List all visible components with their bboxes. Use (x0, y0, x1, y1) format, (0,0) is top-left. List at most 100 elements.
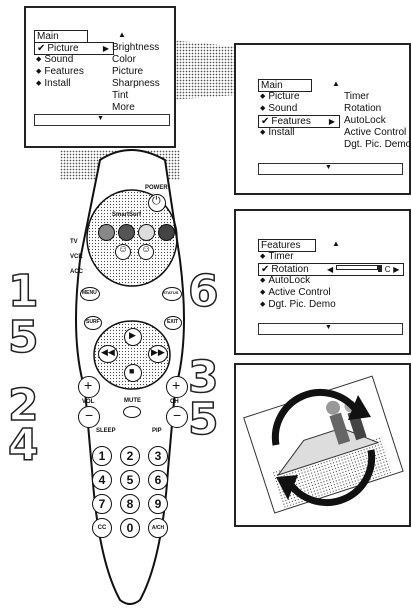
arrow-up-icon: ▲ (332, 79, 340, 88)
tv-screen-rotated-picture (234, 363, 411, 527)
menu-item-sound[interactable]: ◆Sound (260, 103, 297, 114)
arrow-left-icon: ◀ (327, 265, 333, 274)
digit-5-button[interactable]: 5 (120, 470, 140, 490)
digit-3-button[interactable]: 3 (148, 446, 168, 466)
plus-icon: + (84, 377, 92, 393)
mute-label: MUTE (124, 398, 141, 404)
tv-screen-main-features: Main ▲ ◆Picture ◆Sound ✔Features ▶ ◆Inst… (234, 43, 411, 195)
ch-up-button[interactable]: + (166, 376, 188, 398)
bullet-icon: ◆ (260, 93, 265, 100)
rotation-slider[interactable]: ◀ C ▶ (327, 264, 399, 275)
item-label: Active Control (268, 287, 330, 298)
power-label: POWER (145, 185, 168, 191)
submenu-tint: Tint (112, 90, 128, 101)
menu-button[interactable]: MENU (80, 287, 100, 301)
digit-2-button[interactable]: 2 (120, 446, 140, 466)
vol-down-button[interactable]: − (78, 406, 100, 428)
a-ch-button[interactable]: A/CH (148, 518, 168, 538)
bullet-icon: ◆ (260, 253, 265, 260)
arrow-down-icon: ▼ (325, 164, 332, 171)
cc-button[interactable]: CC (92, 518, 112, 538)
slider-knob (378, 265, 382, 272)
menu-item-active-control[interactable]: ◆Active Control (260, 287, 331, 298)
digit-1-button[interactable]: 1 (92, 446, 112, 466)
tv-screen-main-picture: Main ▲ ✔Picture ▶ ◆Sound ◆Features ◆Inst… (24, 6, 176, 148)
vol-up-button[interactable]: + (78, 376, 100, 398)
step-badge-5-left: 5 (8, 312, 39, 363)
submenu-brightness: Brightness (112, 42, 159, 53)
nav-down-button[interactable]: ■ (124, 364, 142, 382)
bullet-icon: ◆ (36, 80, 41, 87)
color-button-green[interactable] (118, 224, 135, 241)
menu-item-picture[interactable]: ◆Picture (260, 91, 300, 102)
ch-down-button[interactable]: − (166, 406, 188, 428)
slider-end-label: C (385, 265, 391, 274)
item-label: Dgt. Pic. Demo (268, 299, 335, 310)
digit-7-button[interactable]: 7 (92, 494, 112, 514)
color-button-blue[interactable] (158, 224, 175, 241)
submenu-picture: Picture (112, 66, 143, 77)
stop-icon: ■ (129, 366, 134, 376)
step-badge-4: 4 (8, 420, 39, 471)
menu-item-install[interactable]: ◆Install (36, 78, 71, 89)
tv-screen-features-rotation: Features ▲ ◆Timer ✔Rotation ◀ C ▶ ◆AutoL… (234, 209, 411, 355)
menu-item-install[interactable]: ◆Install (260, 127, 295, 138)
brand-label: SmartSurf (112, 212, 141, 218)
item-label: Sound (44, 54, 73, 65)
nav-right-button[interactable]: ▶▶ (148, 345, 168, 363)
exit-label: EXIT (167, 319, 178, 325)
slider-track (336, 265, 378, 270)
submenu-sharpness: Sharpness (112, 78, 160, 89)
digit-9-button[interactable]: 9 (148, 494, 168, 514)
check-icon: ✔ (37, 43, 45, 54)
mode-label-acc: ACC (70, 269, 83, 275)
item-label: Install (268, 127, 294, 138)
plus-icon: + (172, 377, 180, 393)
bullet-icon: ◆ (260, 105, 265, 112)
status-button[interactable]: STATUS (162, 287, 182, 301)
menu-bottom-bar: ▼ (258, 163, 403, 175)
arrow-up-icon: ▲ (332, 239, 340, 248)
mode-label-tv: TV (70, 239, 78, 245)
menu-item-timer[interactable]: ◆Timer (260, 251, 294, 262)
menu-item-autolock[interactable]: ◆AutoLock (260, 275, 310, 286)
menu-item-sound[interactable]: ◆Sound (36, 54, 73, 65)
color-button-red[interactable] (98, 224, 115, 241)
digit-0-button[interactable]: 0 (120, 518, 140, 538)
item-label: AutoLock (268, 275, 310, 286)
menu-item-features[interactable]: ◆Features (36, 66, 84, 77)
nav-up-button[interactable]: ▶ (124, 328, 142, 346)
submenu-autolock: AutoLock (344, 115, 386, 126)
surf-button[interactable]: SURF (84, 316, 102, 330)
arrow-down-icon: ▼ (97, 115, 104, 122)
smile-icon: ☺ (141, 244, 151, 255)
power-button[interactable]: ⏻ (148, 194, 166, 212)
surf-label: SURF (86, 319, 100, 325)
digit-8-button[interactable]: 8 (120, 494, 140, 514)
smile-button-1[interactable]: ☺ (115, 244, 131, 260)
bullet-icon: ◆ (260, 301, 265, 308)
rewind-icon: ◀◀ (101, 347, 115, 358)
digit-4-button[interactable]: 4 (92, 470, 112, 490)
menu-item-dgt-pic-demo[interactable]: ◆Dgt. Pic. Demo (260, 299, 336, 310)
exit-button[interactable]: EXIT (164, 316, 182, 330)
submenu-timer: Timer (344, 91, 369, 102)
menu-button-label: MENU (82, 290, 97, 296)
check-icon: ✔ (261, 264, 269, 275)
item-label: Sound (268, 103, 297, 114)
item-label: Features (271, 116, 310, 127)
bullet-icon: ◆ (260, 289, 265, 296)
nav-left-button[interactable]: ◀◀ (98, 345, 118, 363)
item-label: Timer (268, 251, 293, 262)
power-icon: ⏻ (152, 195, 161, 208)
vol-label: VOL (82, 399, 94, 405)
sleep-label: SLEEP (96, 428, 116, 434)
mute-button[interactable] (123, 406, 141, 418)
arrow-right-icon: ▶ (329, 116, 335, 127)
submenu-more: More (112, 102, 135, 113)
color-button-yellow[interactable] (138, 224, 155, 241)
smile-icon: ☺ (118, 244, 128, 255)
smile-button-2[interactable]: ☺ (138, 244, 154, 260)
digit-6-button[interactable]: 6 (148, 470, 168, 490)
rotation-illustration (236, 365, 409, 525)
